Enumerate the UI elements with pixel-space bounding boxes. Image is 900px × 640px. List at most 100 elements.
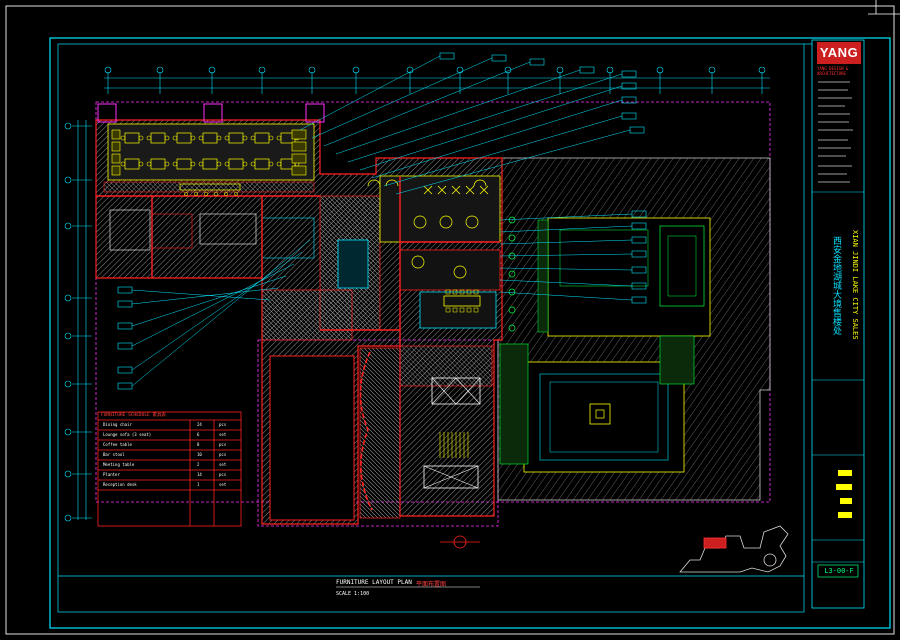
arc-sofa <box>385 179 399 187</box>
axis-bubble <box>64 380 72 388</box>
bar-stool <box>213 191 219 197</box>
bar-counter <box>179 183 241 191</box>
leader-line <box>323 61 531 147</box>
axis-bubble <box>606 66 614 74</box>
booth-seat <box>291 153 307 164</box>
legend-name: Lounge sofa (3 seat) <box>103 432 152 437</box>
lounge-chair <box>465 185 475 195</box>
callout-leaders <box>117 52 647 390</box>
axis-bubble <box>556 66 564 74</box>
meeting-chair <box>445 289 451 295</box>
legend-qty: 14 <box>197 472 202 477</box>
axis-bubble <box>308 66 316 74</box>
round-table <box>411 255 425 269</box>
bar-stool <box>233 191 239 197</box>
round-table <box>465 215 479 229</box>
axis-bubble <box>352 66 360 74</box>
leader-line <box>359 85 623 171</box>
axis-bubble <box>104 66 112 74</box>
legend-title: FURNITURE SCHEDULE 家具表 <box>101 413 166 418</box>
legend-name: Dining chair <box>103 422 132 427</box>
chair <box>276 135 282 141</box>
chair <box>146 161 152 167</box>
dimension-line-left <box>77 120 87 520</box>
meeting-chair <box>466 307 472 313</box>
legend-unit: set <box>219 482 227 487</box>
leader-line <box>131 289 271 301</box>
axis-bubble <box>758 66 766 74</box>
legend-unit: set <box>219 462 227 467</box>
meeting-chair <box>459 307 465 313</box>
title-block <box>811 39 865 609</box>
legend-unit: pcs <box>219 422 227 427</box>
legend-name: Bar stool <box>103 452 125 457</box>
booth-seat <box>291 165 307 176</box>
legend-row: Reception desk 1 set <box>101 482 239 491</box>
callout-tag <box>117 382 133 390</box>
project-name-cn: 西安金地湖城大境售楼处 <box>831 235 841 335</box>
planter <box>508 270 516 278</box>
legend-qty: 1 <box>197 482 200 487</box>
skylights <box>97 103 325 123</box>
leader-line <box>131 287 279 305</box>
lounge-chair <box>437 185 447 195</box>
drawing-border <box>49 37 891 629</box>
drawing-number: L3-00-F <box>824 567 854 575</box>
axis-bubble <box>64 222 72 230</box>
chair <box>216 161 222 167</box>
keymap <box>679 525 789 573</box>
chair <box>250 135 256 141</box>
booth-seat <box>291 129 307 140</box>
brand-subtitle: YANG DESIGN & ARCHITECTURE <box>817 66 849 76</box>
axis-bubble <box>64 294 72 302</box>
leader-line <box>499 239 633 245</box>
callout-tag <box>117 300 133 308</box>
axis-bubble <box>656 66 664 74</box>
title-block-notes <box>818 81 853 183</box>
leader-line <box>499 291 633 301</box>
callout-tag <box>117 366 133 374</box>
bar-stool <box>203 191 209 197</box>
callout-tag <box>621 70 637 78</box>
chair <box>120 135 126 141</box>
leader-line <box>383 115 623 187</box>
legend-qty: 10 <box>197 452 202 457</box>
leader-line <box>299 55 441 131</box>
axis-bubble <box>64 332 72 340</box>
chair <box>242 135 248 141</box>
leader-line <box>131 239 311 387</box>
legend-name: Reception desk <box>103 482 137 487</box>
leader-line <box>499 213 633 221</box>
booth-seat <box>291 141 307 152</box>
chair <box>146 135 152 141</box>
title-block-stamps <box>836 470 852 518</box>
meeting-chair <box>466 289 472 295</box>
chair <box>172 135 178 141</box>
planter <box>508 324 516 332</box>
roof-terrace <box>497 157 771 501</box>
arc-sofa <box>367 179 381 187</box>
meeting-chair <box>473 307 479 313</box>
leader-line <box>499 267 633 271</box>
leader-line <box>335 69 581 155</box>
leader-line <box>499 279 633 287</box>
plan-title-cn: 平面布置图 <box>416 581 447 588</box>
leader-line <box>131 251 303 371</box>
meeting-chair <box>452 307 458 313</box>
callout-tag <box>439 52 455 60</box>
leader-line <box>131 263 295 347</box>
meeting-chair <box>452 289 458 295</box>
dimension-line-top <box>104 77 770 89</box>
booth-seat <box>111 153 121 164</box>
legend-name: Planter <box>103 472 120 477</box>
furniture-layer <box>111 129 516 332</box>
bar-stool <box>223 191 229 197</box>
axis-bubble <box>156 66 164 74</box>
booth-seat <box>111 165 121 176</box>
section-mark <box>440 535 480 549</box>
